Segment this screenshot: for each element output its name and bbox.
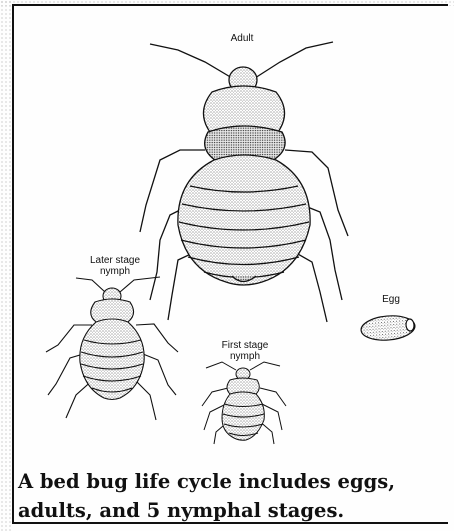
egg-label: Egg [376,294,406,305]
later-stage-nymph-label: Later stage nymph [80,255,150,277]
first-stage-nymph [202,362,286,444]
egg-illustration [360,314,416,343]
adult-label: Adult [222,33,262,44]
figure-caption: A bed bug life cycle includes eggs, adul… [18,467,448,525]
adult-bed-bug [140,42,348,322]
later-stage-nymph [46,277,178,420]
first-stage-nymph-label: First stage nymph [210,340,280,362]
